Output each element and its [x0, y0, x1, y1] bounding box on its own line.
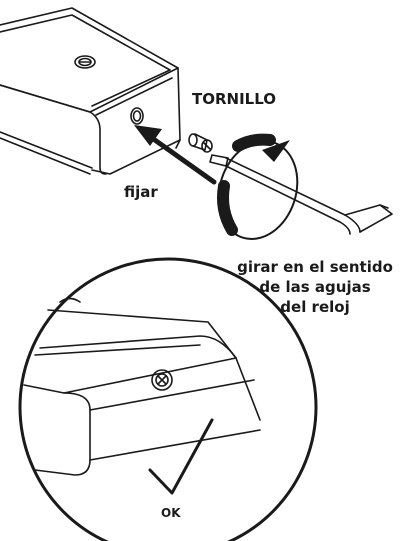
detail-magnifier	[18, 257, 318, 541]
screwdriver	[209, 154, 393, 235]
housing-box	[0, 7, 181, 175]
side-screw-hole	[130, 107, 144, 125]
turn-label-line-3: del reloj	[280, 298, 350, 316]
check-icon	[148, 418, 214, 495]
rotation-arrow	[217, 133, 299, 240]
screw-icon	[188, 133, 213, 153]
screw-detail-icon	[151, 369, 173, 391]
turn-clockwise-label: girar en el sentido de las agujas del re…	[222, 257, 408, 317]
top-screw-hole	[74, 55, 96, 69]
magnified-housing	[23, 297, 261, 476]
ok-label: OK	[161, 506, 181, 520]
screw-label: TORNILLO	[192, 90, 277, 108]
turn-label-line-2: de las agujas	[259, 278, 371, 296]
turn-label-line-1: girar en el sentido	[237, 258, 393, 276]
fix-label: fijar	[124, 183, 158, 201]
fix-arrow	[134, 125, 217, 185]
